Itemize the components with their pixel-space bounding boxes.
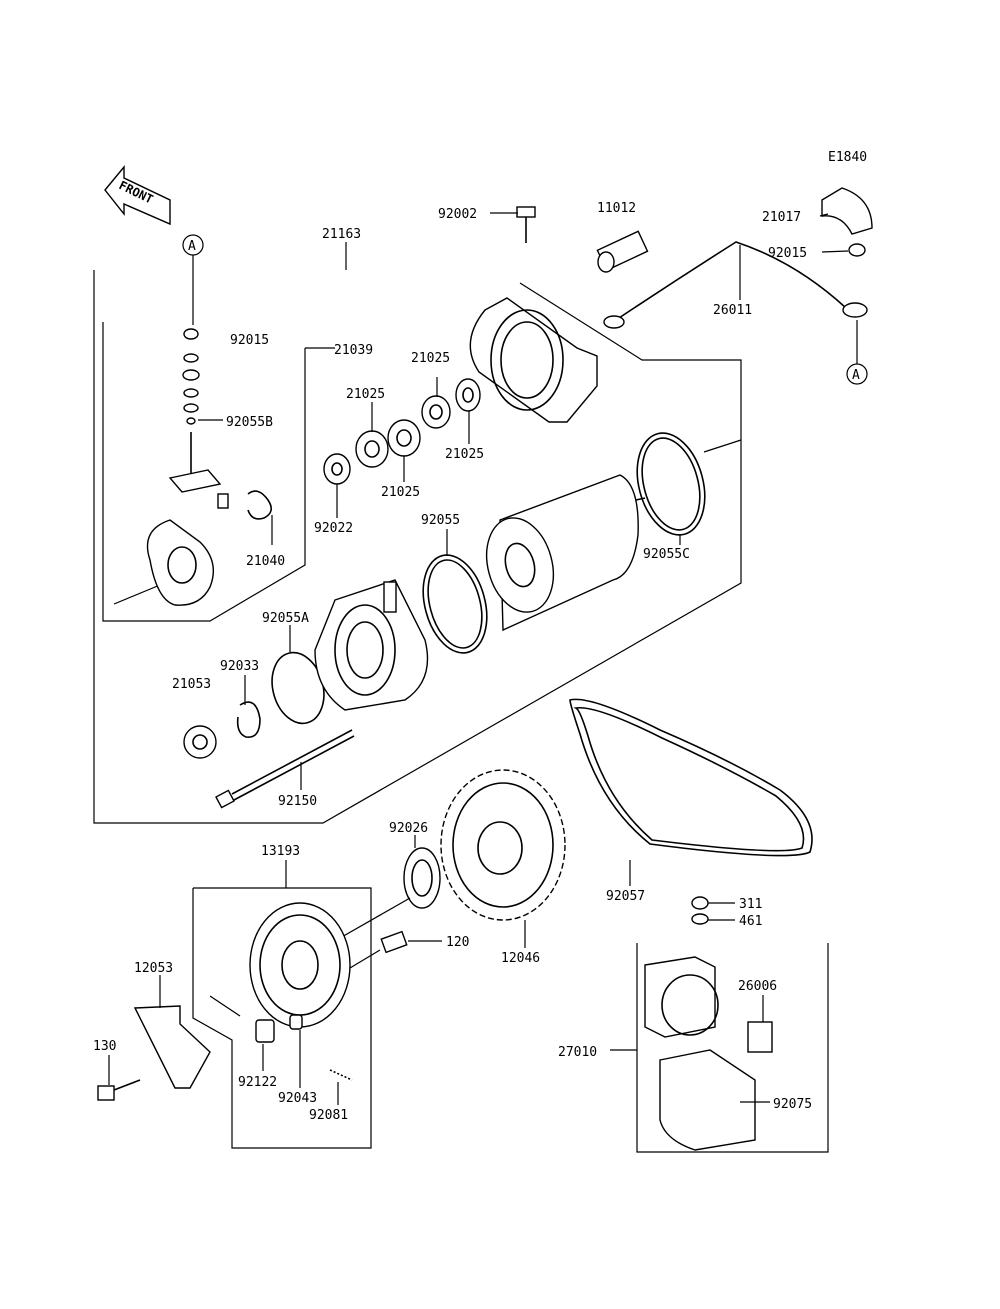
part-label-92055A: 92055A: [262, 611, 309, 626]
part-label-120: 120: [446, 935, 469, 950]
starter-yoke: [485, 474, 646, 632]
part-label-92002: 92002: [438, 207, 477, 222]
circlip-92033: [236, 701, 261, 738]
part-label-21039: 21039: [334, 343, 373, 358]
washer-92026: [403, 847, 441, 909]
part-label-92055B: 92055B: [226, 415, 273, 430]
washer-461: [691, 913, 709, 925]
part-label-92015-left: 92015: [230, 333, 269, 348]
part-label-21053: 21053: [172, 677, 211, 692]
washer-set: [323, 378, 481, 485]
o-ring-92055: [422, 554, 488, 654]
terminal-stack: [168, 328, 272, 520]
clutch-frame: [192, 887, 411, 1149]
part-label-311: 311: [739, 897, 762, 912]
nut-92015: [848, 243, 866, 257]
part-label-21017: 21017: [762, 210, 801, 225]
part-label-27010: 27010: [558, 1045, 597, 1060]
starter-cable-26011: [603, 241, 868, 329]
part-label-461: 461: [739, 914, 762, 929]
part-label-12046: 12046: [501, 951, 540, 966]
part-label-92057: 92057: [606, 889, 645, 904]
starter-end-cover: [314, 579, 429, 711]
part-label-92015-right: 92015: [768, 246, 807, 261]
bolt-130: [97, 1079, 141, 1101]
o-ring-92055C: [636, 432, 706, 536]
part-label-21025-d: 21025: [381, 485, 420, 500]
part-label-11012: 11012: [597, 201, 636, 216]
pinion-gear-21053: [183, 725, 217, 759]
part-label-21025-a: 21025: [411, 351, 450, 366]
nut-311: [691, 896, 709, 910]
part-label-92081: 92081: [309, 1108, 348, 1123]
assembly-frame: [93, 270, 742, 824]
ref-marker-right-label: A: [852, 368, 860, 383]
leader-lines: [108, 212, 849, 1105]
cap-11012: [596, 230, 649, 273]
sprocket-12046: [440, 769, 566, 921]
bolt-120: [380, 930, 408, 954]
ref-marker-top-label: A: [188, 239, 196, 254]
plunger-92043: [289, 1014, 303, 1030]
relay-frame: [610, 943, 829, 1153]
bolt-92002: [516, 206, 536, 243]
relay-27010: [644, 956, 719, 1038]
part-label-21025-b: 21025: [346, 387, 385, 402]
cap-21017: [821, 187, 873, 235]
bracket-12053: [133, 1005, 211, 1089]
part-label-130: 130: [93, 1039, 116, 1054]
part-label-13193: 13193: [261, 844, 300, 859]
brush-plate: [146, 519, 214, 606]
drive-belt-92057: [569, 698, 813, 857]
part-label-21040: 21040: [246, 554, 285, 569]
ref-marker-top: A: [182, 234, 204, 325]
part-label-92055C: 92055C: [643, 547, 690, 562]
part-label-26006: 26006: [738, 979, 777, 994]
part-label-92075: 92075: [773, 1097, 812, 1112]
fuse-26006: [747, 1021, 773, 1053]
spring-92081: [329, 1069, 353, 1081]
part-label-92026: 92026: [389, 821, 428, 836]
part-labels: 21163 92002 11012 21017 92015 26011 9201…: [93, 201, 812, 1123]
part-label-12053: 12053: [134, 961, 173, 976]
roller-92122: [255, 1019, 275, 1043]
through-bolt-92150: [215, 729, 355, 809]
part-label-92122: 92122: [238, 1075, 277, 1090]
part-label-21163: 21163: [322, 227, 361, 242]
part-label-92022: 92022: [314, 521, 353, 536]
front-arrow-icon: FRONT: [104, 165, 171, 226]
diagram-code: E1840: [828, 150, 867, 165]
part-label-92150: 92150: [278, 794, 317, 809]
relay-cover-92075: [659, 1049, 756, 1151]
part-label-26011: 26011: [713, 303, 752, 318]
part-label-92043: 92043: [278, 1091, 317, 1106]
starter-clutch-13193: [249, 902, 351, 1028]
part-label-92055: 92055: [421, 513, 460, 528]
part-label-92033: 92033: [220, 659, 259, 674]
part-label-21025-c: 21025: [445, 447, 484, 462]
starter-front-housing: [469, 297, 598, 423]
ref-marker-right: A: [846, 320, 868, 385]
